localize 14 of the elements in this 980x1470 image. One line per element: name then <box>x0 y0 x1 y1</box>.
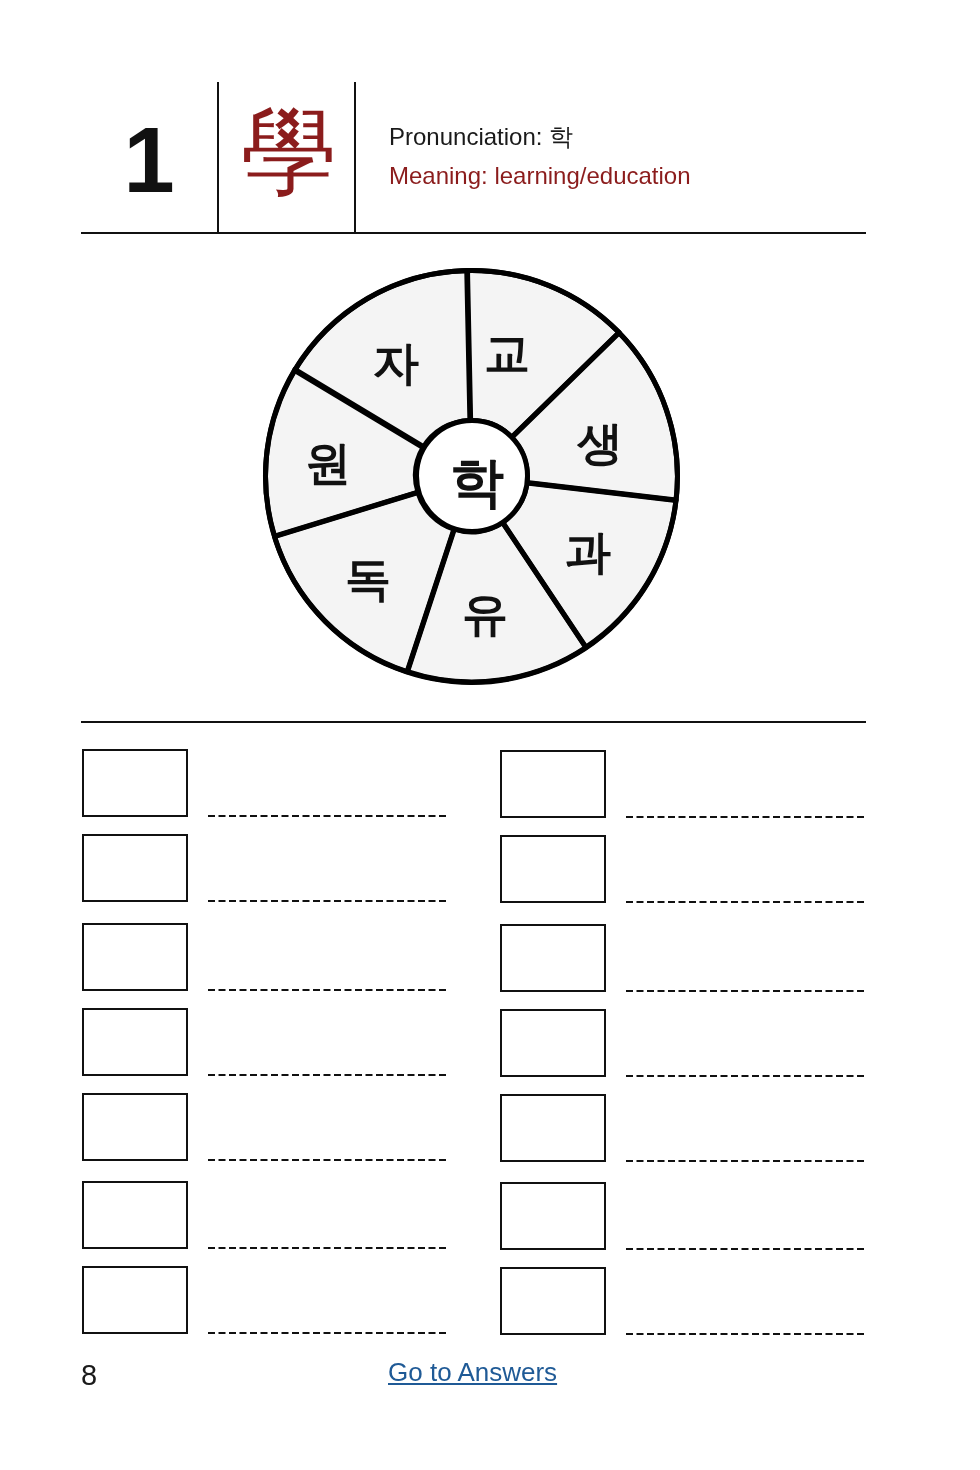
hanja-character: 學 <box>240 104 338 200</box>
page-number: 8 <box>81 1361 98 1390</box>
meaning-text: Meaning: learning/education <box>389 164 691 188</box>
syllable-label: 생 <box>577 420 623 466</box>
syllable-label: 교 <box>484 330 530 376</box>
syllable-label: 원 <box>305 440 351 486</box>
lesson-number: 1 <box>122 114 176 206</box>
syllable-label: 과 <box>565 529 611 575</box>
syllable-label: 독 <box>345 556 391 602</box>
syllable-label: 학 <box>449 456 504 510</box>
pronunciation-text: Pronunciation: 학 <box>389 125 574 149</box>
syllable-label: 자 <box>373 340 419 386</box>
syllable-label: 유 <box>462 591 508 637</box>
answers-link: Go to Answers <box>388 1359 558 1385</box>
